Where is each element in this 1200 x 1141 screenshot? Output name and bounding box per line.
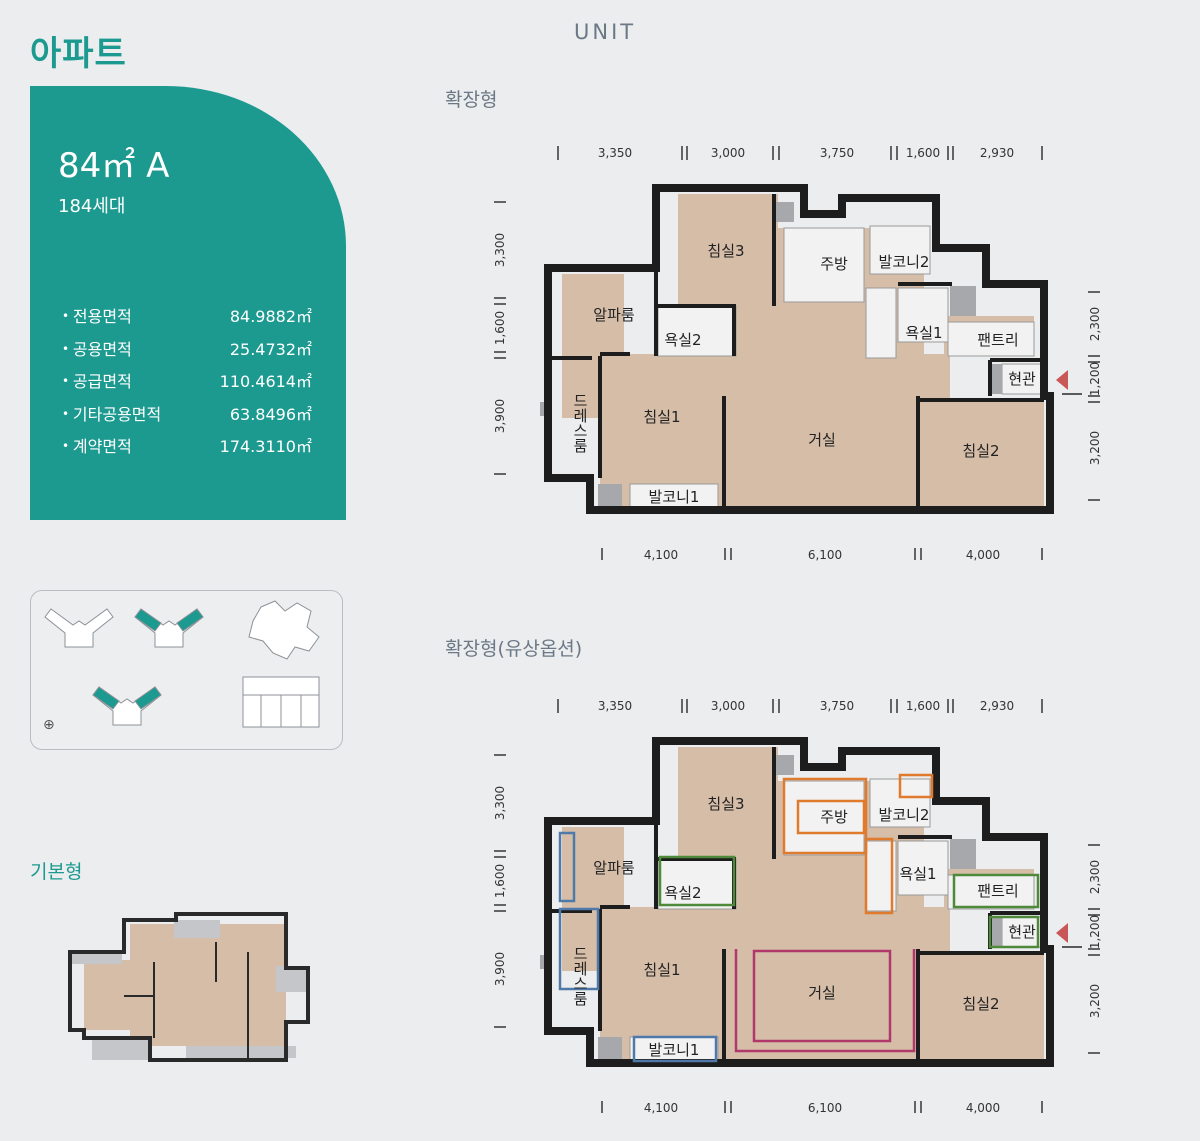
area-value: 25.4732㎡ <box>229 339 312 359</box>
dim-bottom: 6,100 <box>808 1101 842 1115</box>
building-site-5 <box>242 676 320 728</box>
dim-right: 2,300 <box>1088 860 1102 894</box>
area-item: 전용면적 84.9882㎡ <box>62 303 312 336</box>
option-outlines <box>558 773 1040 1063</box>
dim-bottom: 4,100 <box>644 1101 678 1115</box>
area-label: 공급면적 <box>62 368 132 401</box>
unit-type: 84㎡ A <box>58 146 170 186</box>
building-site-4-highlighted <box>92 686 162 726</box>
room-label: 발코니2 <box>879 806 930 824</box>
room-label: 발코니1 <box>649 1041 700 1059</box>
dim-bottom: 4,000 <box>966 1101 1000 1115</box>
dim-top: 3,000 <box>711 699 745 713</box>
area-value: 110.4614㎡ <box>219 372 312 391</box>
unit-info-card: 84㎡ A 184세대 전용면적 84.9882㎡ 공용면적 25.4732㎡ 공급… <box>30 86 346 520</box>
room-label: 발코니1 <box>649 488 700 506</box>
dim-top: 3,350 <box>598 699 632 713</box>
dim-top: 2,930 <box>980 699 1014 713</box>
dim-left: 3,900 <box>493 399 507 433</box>
area-label: 계약면적 <box>62 433 132 466</box>
room-label: 현관 <box>1008 923 1036 941</box>
dim-bottom: 4,000 <box>966 548 1000 562</box>
plan-label-expanded: 확장형 <box>445 89 498 111</box>
area-label: 공용면적 <box>62 336 132 369</box>
dim-right: 1,200 <box>1088 915 1102 949</box>
room-label: 침실1 <box>643 961 680 979</box>
room-label: 드레스룸 <box>571 393 589 453</box>
dim-left: 3,300 <box>493 233 507 267</box>
room-label: 욕실2 <box>664 331 701 349</box>
dim-left: 1,600 <box>493 864 507 898</box>
dim-top: 3,750 <box>820 699 854 713</box>
area-item: 공용면적 25.4732㎡ <box>62 336 312 369</box>
room-label: 주방 <box>820 808 848 826</box>
household-count: 184세대 <box>58 196 126 217</box>
room-label: 침실3 <box>707 242 744 260</box>
area-label: 전용면적 <box>62 303 132 336</box>
page-title: 아파트 <box>30 34 127 74</box>
dim-top: 1,600 <box>906 146 940 160</box>
room-label: 욕실1 <box>905 324 942 342</box>
room-label: 거실 <box>808 984 836 1002</box>
dim-top: 3,350 <box>598 146 632 160</box>
entry-arrow-icon <box>1056 370 1068 390</box>
area-value: 84.9882㎡ <box>229 307 312 326</box>
area-label: 기타공용면적 <box>62 401 161 434</box>
dim-left: 1,600 <box>493 311 507 345</box>
building-site-2-highlighted <box>134 608 204 648</box>
entry-arrow-icon <box>1056 923 1068 943</box>
dim-top: 3,000 <box>711 146 745 160</box>
area-value: 174.3110㎡ <box>219 437 312 456</box>
key-plan: ⊕ <box>30 590 343 750</box>
area-item: 공급면적 110.4614㎡ <box>62 368 312 401</box>
north-compass-icon: ⊕ <box>43 717 55 733</box>
basic-plan-thumbnail <box>68 912 310 1062</box>
room-label: 욕실1 <box>899 865 936 883</box>
room-label: 팬트리 <box>977 882 1018 900</box>
basic-plan-label: 기본형 <box>30 861 83 883</box>
dim-bottom: 4,100 <box>644 548 678 562</box>
dim-left: 3,900 <box>493 952 507 986</box>
room-label: 욕실2 <box>664 884 701 902</box>
room-label: 팬트리 <box>977 331 1018 349</box>
room-label: 침실1 <box>643 408 680 426</box>
room-label: 드레스룸 <box>571 946 589 1006</box>
dim-right: 1,200 <box>1088 362 1102 396</box>
section-label: UNIT <box>574 20 637 44</box>
area-value: 63.8496㎡ <box>229 404 312 424</box>
room-label: 거실 <box>808 431 836 449</box>
room-label: 침실2 <box>962 442 999 460</box>
dim-right: 3,200 <box>1088 431 1102 465</box>
dim-top: 1,600 <box>906 699 940 713</box>
dim-left: 3,300 <box>493 786 507 820</box>
area-item: 기타공용면적 63.8496㎡ <box>62 401 312 434</box>
floor-plan-expanded: 3,350 3,000 3,750 1,600 2,930 4,100 6,10… <box>493 146 1102 562</box>
key-plan-drawing <box>44 600 320 728</box>
room-label: 침실2 <box>962 995 999 1013</box>
dim-right: 3,200 <box>1088 984 1102 1018</box>
room-label: 알파룸 <box>593 306 635 324</box>
dim-right: 2,300 <box>1088 307 1102 341</box>
room-label: 현관 <box>1008 370 1036 388</box>
room-label: 알파룸 <box>593 859 635 877</box>
dim-bottom: 6,100 <box>808 548 842 562</box>
area-item: 계약면적 174.3110㎡ <box>62 433 312 466</box>
floor-plan-option: 3,350 3,000 3,750 1,600 2,930 4,100 6,10… <box>493 699 1102 1115</box>
room-label: 주방 <box>820 255 848 273</box>
building-site-1 <box>44 608 114 648</box>
dim-top: 2,930 <box>980 146 1014 160</box>
room-label: 침실3 <box>707 795 744 813</box>
dim-top: 3,750 <box>820 146 854 160</box>
building-site-3 <box>248 600 320 660</box>
plan-label-option: 확장형(유상옵션) <box>445 638 583 660</box>
room-label: 발코니2 <box>879 253 930 271</box>
